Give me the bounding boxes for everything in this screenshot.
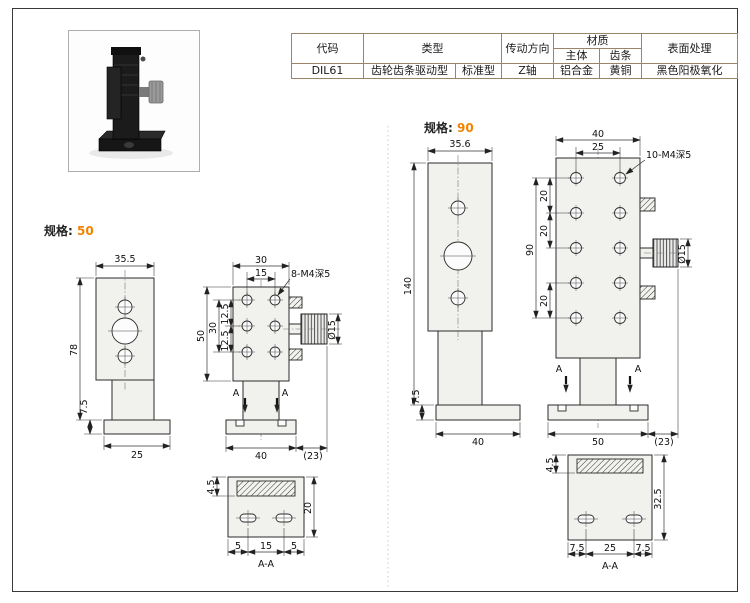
dim-90-side-height: 140 bbox=[403, 277, 414, 295]
product-photo-box bbox=[68, 30, 200, 172]
dim-50-sec-c1: 5 bbox=[235, 541, 241, 552]
view-50-section: 4.5 20 5 15 5 A-A bbox=[206, 476, 318, 570]
spec-90-text: 规格: bbox=[424, 121, 453, 135]
dim-90-side-width: 35.6 bbox=[449, 139, 470, 150]
spec-50-value: 50 bbox=[77, 224, 94, 238]
cell-type-b: 标准型 bbox=[455, 63, 502, 79]
dim-90-sec-c3: 7.5 bbox=[635, 543, 650, 554]
header-drive-direction: 传动方向 bbox=[501, 33, 554, 64]
cell-surface: 黑色阳极氧化 bbox=[641, 63, 738, 79]
callout-90-holes: 10-M4深5 bbox=[646, 150, 691, 161]
section-mark-50-left: A bbox=[233, 388, 240, 399]
header-material-body: 主体 bbox=[553, 48, 600, 64]
view-50-front: 30 15 8-M4深5 50 30 12.5 12.5 Ø15 bbox=[196, 255, 342, 462]
dim-50-side-height: 78 bbox=[69, 344, 80, 356]
dim-50-pitch-2: 12.5 bbox=[220, 330, 231, 351]
spec-90-label: 规格: 90 bbox=[424, 119, 474, 136]
dim-90-front-height: 90 bbox=[525, 244, 536, 256]
dim-90-sec-height: 32.5 bbox=[653, 488, 664, 509]
dim-50-sec-lip: 4.5 bbox=[206, 479, 217, 494]
label-50-section: A-A bbox=[258, 559, 275, 570]
spec-90-value: 90 bbox=[457, 121, 474, 135]
cell-drive: Z轴 bbox=[501, 63, 554, 79]
section-mark-90-right: A bbox=[635, 364, 642, 375]
section-mark-50-right: A bbox=[282, 388, 289, 399]
dim-50-hole-span: 30 bbox=[208, 322, 219, 334]
label-90-section: A-A bbox=[602, 561, 619, 572]
dim-50-base-thickness: 7.5 bbox=[79, 399, 90, 414]
drawing-90: 35.6 140 7.5 40 bbox=[403, 129, 692, 572]
view-50-side: 35.5 78 7.5 25 bbox=[69, 254, 171, 461]
dim-90-side-base: 40 bbox=[472, 437, 484, 448]
dim-50-front-height: 50 bbox=[196, 330, 207, 342]
spec-table: 代码 类型 传动方向 材质 表面处理 主体 齿条 DIL61 齿轮齿条驱动型 标… bbox=[291, 33, 738, 79]
view-90-section: 4.5 32.5 7.5 25 7.5 A-A bbox=[545, 454, 668, 572]
dim-90-seg-3: 20 bbox=[539, 295, 550, 307]
dim-90-seg-1: 20 bbox=[539, 190, 550, 202]
dim-90-sec-c1: 7.5 bbox=[569, 543, 584, 554]
dim-50-sec-height: 20 bbox=[303, 502, 314, 514]
spec-50-label: 规格: 50 bbox=[44, 222, 94, 239]
product-photo bbox=[69, 31, 199, 171]
dim-90-seg-2: 20 bbox=[539, 225, 550, 237]
dim-90-hole-pitch-x: 25 bbox=[592, 142, 604, 153]
view-90-side: 35.6 140 7.5 40 bbox=[403, 139, 521, 448]
dim-50-front-width: 30 bbox=[255, 255, 267, 266]
callout-50-holes: 8-M4深5 bbox=[291, 269, 330, 280]
dim-90-sec-c2: 25 bbox=[604, 543, 616, 554]
header-surface: 表面处理 bbox=[641, 33, 738, 64]
dim-50-sec-c2: 15 bbox=[260, 541, 272, 552]
dim-50-base-width: 40 bbox=[255, 451, 267, 462]
view-90-front: 40 25 10-M4深5 90 20 20 20 Ø15 bbox=[525, 129, 692, 448]
dim-90-knob-dia: Ø15 bbox=[677, 244, 688, 264]
dim-90-base-width: 50 bbox=[592, 437, 604, 448]
dim-50-offset: (23) bbox=[303, 451, 323, 462]
dim-50-pitch-1: 12.5 bbox=[220, 303, 231, 324]
dim-50-sec-c3: 5 bbox=[291, 541, 297, 552]
spec-50-text: 规格: bbox=[44, 224, 73, 238]
dim-50-side-base: 25 bbox=[131, 450, 143, 461]
dim-50-side-width: 35.5 bbox=[114, 254, 135, 265]
page-border bbox=[12, 8, 738, 592]
dim-90-offset: (23) bbox=[654, 437, 674, 448]
cell-body: 铝合金 bbox=[553, 63, 600, 79]
dim-50-knob-dia: Ø15 bbox=[327, 320, 338, 340]
section-mark-90-left: A bbox=[556, 364, 563, 375]
cell-rack: 黄铜 bbox=[599, 63, 642, 79]
dim-50-hole-pitch-x: 15 bbox=[255, 268, 267, 279]
dim-90-front-width: 40 bbox=[592, 129, 604, 140]
dim-90-base-thickness: 7.5 bbox=[411, 389, 422, 404]
dim-90-sec-lip: 4.5 bbox=[545, 457, 556, 472]
drawing-50: 35.5 78 7.5 25 bbox=[69, 254, 342, 570]
cell-code: DIL61 bbox=[291, 63, 364, 79]
